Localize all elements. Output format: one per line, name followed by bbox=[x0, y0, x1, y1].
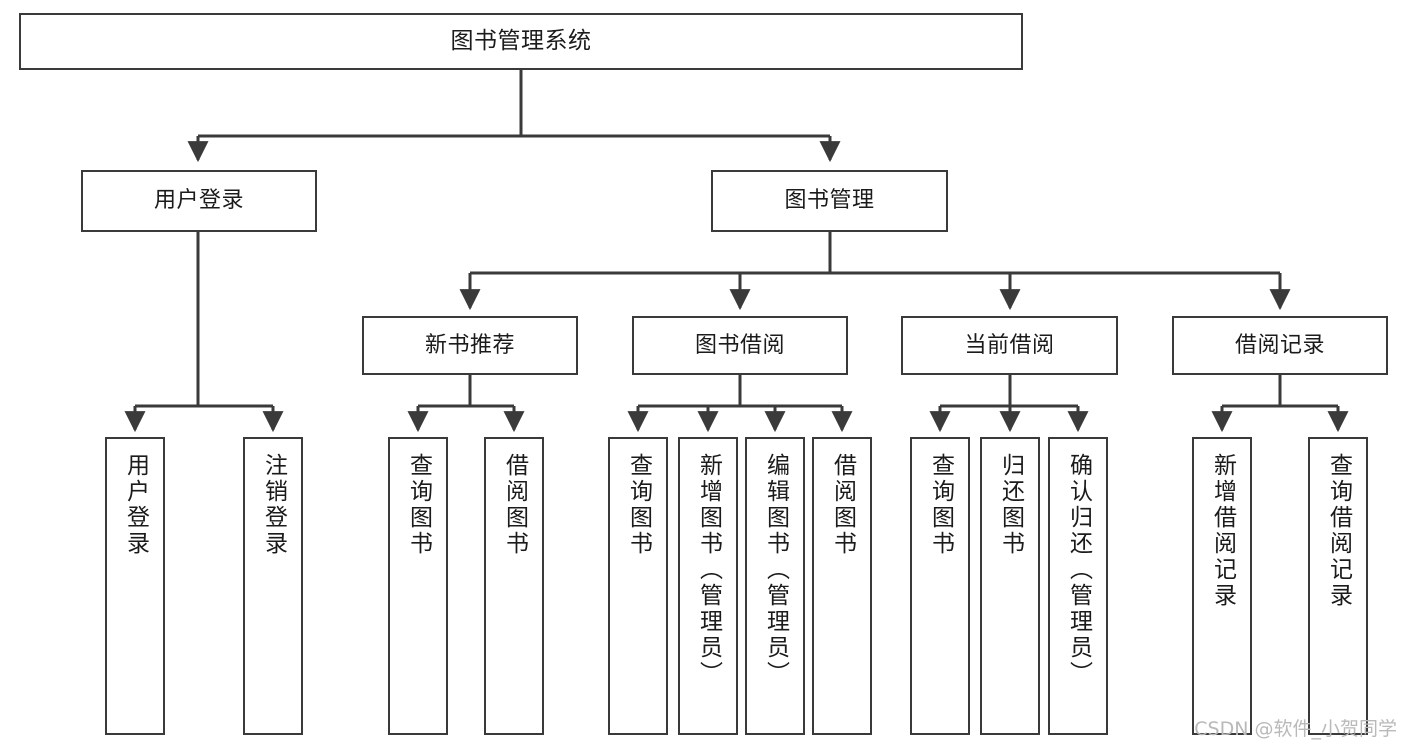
leaf-records-query-record[interactable]: 查询借阅记录 bbox=[1308, 437, 1368, 735]
node-root-label: 图书管理系统 bbox=[450, 28, 592, 55]
leaf-user-login-signin-label: 用户登录 bbox=[122, 453, 149, 557]
leaf-records-add-record-label: 新增借阅记录 bbox=[1209, 453, 1236, 609]
node-user-login-label: 用户登录 bbox=[153, 188, 244, 214]
leaf-new-books-query[interactable]: 查询图书 bbox=[388, 437, 448, 735]
node-root[interactable]: 图书管理系统 bbox=[19, 13, 1023, 70]
leaf-borrow-add-book[interactable]: 新增图书（管理员） bbox=[678, 437, 738, 735]
leaf-current-return-book-label: 归还图书 bbox=[997, 453, 1024, 557]
leaf-borrow-query-book[interactable]: 查询图书 bbox=[608, 437, 668, 735]
leaf-user-login-signout-label: 注销登录 bbox=[260, 453, 287, 557]
node-book-borrow[interactable]: 图书借阅 bbox=[632, 316, 848, 375]
leaf-current-query-book[interactable]: 查询图书 bbox=[910, 437, 970, 735]
watermark: CSDN @软件_小贺同学 bbox=[1194, 718, 1397, 740]
node-borrow-records[interactable]: 借阅记录 bbox=[1172, 316, 1388, 375]
leaf-user-login-signout[interactable]: 注销登录 bbox=[243, 437, 303, 735]
node-user-login[interactable]: 用户登录 bbox=[81, 170, 317, 232]
leaf-new-books-query-label: 查询图书 bbox=[405, 453, 432, 557]
node-new-book-recommend[interactable]: 新书推荐 bbox=[362, 316, 578, 375]
node-borrow-records-label: 借阅记录 bbox=[1234, 332, 1325, 358]
leaf-borrow-query-book-label: 查询图书 bbox=[625, 453, 652, 557]
leaf-current-confirm-return[interactable]: 确认归还（管理员） bbox=[1048, 437, 1108, 735]
leaf-records-add-record[interactable]: 新增借阅记录 bbox=[1192, 437, 1252, 735]
leaf-borrow-borrow-book-label: 借阅图书 bbox=[829, 453, 856, 557]
leaf-new-books-borrow-label: 借阅图书 bbox=[501, 453, 528, 557]
leaf-new-books-borrow[interactable]: 借阅图书 bbox=[484, 437, 544, 735]
node-new-book-recommend-label: 新书推荐 bbox=[424, 332, 515, 358]
node-book-management[interactable]: 图书管理 bbox=[711, 170, 948, 232]
node-current-borrow-label: 当前借阅 bbox=[964, 332, 1055, 358]
node-current-borrow[interactable]: 当前借阅 bbox=[901, 316, 1118, 375]
leaf-borrow-borrow-book[interactable]: 借阅图书 bbox=[812, 437, 872, 735]
leaf-borrow-add-book-label: 新增图书（管理员） bbox=[695, 453, 722, 687]
leaf-current-confirm-return-label: 确认归还（管理员） bbox=[1065, 453, 1092, 687]
leaf-borrow-edit-book[interactable]: 编辑图书（管理员） bbox=[745, 437, 805, 735]
node-book-management-label: 图书管理 bbox=[784, 188, 875, 214]
leaf-borrow-edit-book-label: 编辑图书（管理员） bbox=[762, 453, 789, 687]
leaf-records-query-record-label: 查询借阅记录 bbox=[1325, 453, 1352, 609]
node-book-borrow-label: 图书借阅 bbox=[694, 332, 785, 358]
leaf-user-login-signin[interactable]: 用户登录 bbox=[105, 437, 165, 735]
leaf-current-query-book-label: 查询图书 bbox=[927, 453, 954, 557]
leaf-current-return-book[interactable]: 归还图书 bbox=[980, 437, 1040, 735]
